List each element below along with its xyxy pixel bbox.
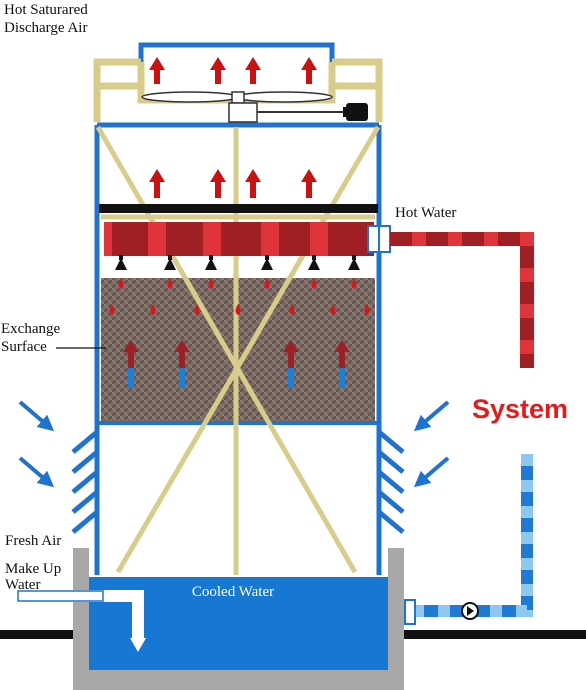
- basin-left-wall: [73, 548, 89, 690]
- make-up-water-label-line2: Water: [5, 577, 40, 593]
- air-flow-through-fill: [123, 340, 350, 388]
- spray-nozzle-icon: [115, 255, 360, 270]
- structural-beams: [95, 125, 381, 575]
- hot-water-label: Hot Water: [395, 205, 456, 221]
- system-label: System: [472, 394, 568, 424]
- hot-saturated-label-line1: Hot Saturared: [4, 2, 88, 18]
- cold-water-pipe: [412, 454, 533, 617]
- right-air-inlet-louvers: [377, 430, 405, 534]
- make-up-water-pipe: [17, 590, 146, 652]
- hot-water-header: [104, 222, 374, 256]
- fan-icon: [141, 91, 346, 123]
- left-air-inlet-louvers: [71, 430, 99, 534]
- water-drops: [109, 278, 370, 315]
- cold-water-outlet-flange: [404, 599, 416, 625]
- discharge-air-arrow-icon: [149, 57, 317, 84]
- pump-icon: [461, 602, 479, 620]
- fan-stack-supports: [93, 58, 383, 122]
- basin-right-wall: [388, 548, 404, 690]
- hot-saturated-label-line2: Discharge Air: [4, 20, 87, 36]
- basin-floor: [73, 670, 404, 690]
- fresh-air-label: Fresh Air: [5, 533, 61, 549]
- hot-air-arrow-icon: [149, 169, 317, 198]
- cooled-water-label: Cooled Water: [192, 584, 274, 600]
- motor-icon: [343, 103, 368, 121]
- fresh-air-arrow-icon: [18, 400, 450, 488]
- exchange-surface-label-line2: Surface: [1, 339, 47, 355]
- hot-water-pipe: [390, 232, 534, 368]
- exchange-surface-label-line1: Exchange: [1, 321, 60, 337]
- make-up-water-label-line1: Make Up: [5, 561, 61, 577]
- drift-eliminator: [99, 204, 378, 213]
